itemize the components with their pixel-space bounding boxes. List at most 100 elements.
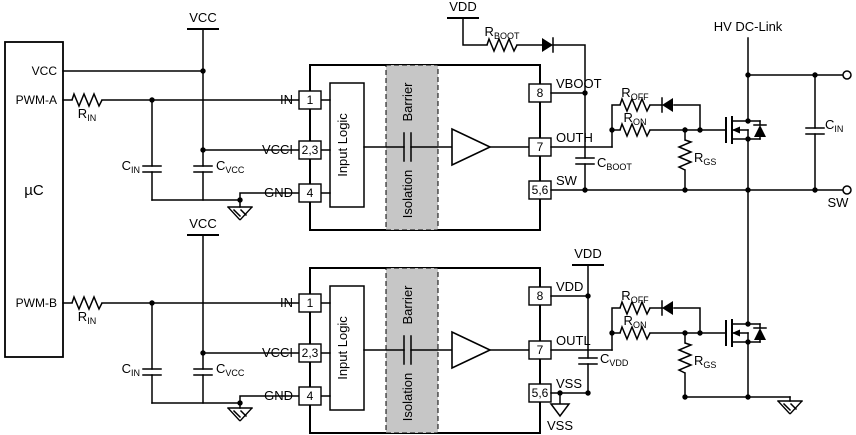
svg-text:1: 1 bbox=[307, 296, 314, 310]
label-rgs-bottom: RGS bbox=[694, 353, 716, 370]
pin-1-bottom: 1 bbox=[298, 293, 322, 313]
mcu-block: µC VCC PWM-A PWM-B bbox=[4, 41, 64, 358]
pin-8-bottom: 8 bbox=[528, 286, 552, 306]
mcu-pin-pwma: PWM-A bbox=[16, 93, 57, 107]
hv-terminal bbox=[842, 70, 852, 80]
bootstrap-diode bbox=[541, 37, 554, 53]
junction-dots bbox=[149, 68, 818, 406]
input-logic-box-bottom bbox=[329, 285, 365, 411]
pin-name-vdd: VDD bbox=[556, 279, 583, 294]
pwm-b-path: RIN CIN bbox=[62, 296, 300, 422]
label-cvcc-top: CVCC bbox=[216, 158, 245, 175]
bus-cin-capacitor bbox=[805, 127, 825, 135]
svg-text:8: 8 bbox=[537, 289, 544, 303]
power-ground-symbol bbox=[777, 400, 803, 415]
low-side-stage bbox=[684, 319, 803, 415]
pin-23-top: 2,3 bbox=[298, 140, 322, 160]
vdd-label-bottom: VDD bbox=[574, 246, 601, 261]
ground-symbol-top bbox=[227, 206, 253, 221]
svg-text:5,6: 5,6 bbox=[532, 386, 549, 400]
svg-text:4: 4 bbox=[307, 389, 314, 403]
svg-text:8: 8 bbox=[537, 86, 544, 100]
label-roff-bottom: ROFF bbox=[621, 288, 649, 305]
pin-name-vcci-top: VCCI bbox=[262, 142, 293, 157]
svg-text:2,3: 2,3 bbox=[302, 346, 319, 360]
driver-ic-top: Barrier Isolation Input Logic 1 2,3 4 8 bbox=[262, 64, 602, 231]
label-rgs-top: RGS bbox=[694, 150, 716, 167]
output-buffer-bottom bbox=[451, 330, 492, 370]
label-cin-bottom: CIN bbox=[122, 361, 140, 378]
input-logic-box-top bbox=[329, 82, 365, 208]
pin-name-gnd-bottom: GND bbox=[264, 388, 293, 403]
vcc-label-top: VCC bbox=[189, 10, 216, 25]
mcu-pin-pwmb: PWM-B bbox=[16, 296, 57, 310]
sw-output-label: SW bbox=[828, 195, 850, 210]
vdd-label-top: VDD bbox=[449, 0, 476, 14]
pin-name-outh: OUTH bbox=[556, 130, 593, 145]
isolation-label-top: Isolation bbox=[400, 170, 415, 218]
pwm-a-path: RIN CIN bbox=[62, 93, 300, 221]
pin-4-bottom: 4 bbox=[298, 386, 322, 406]
label-cin-bus: CIN bbox=[825, 117, 843, 134]
output-buffer-top bbox=[451, 127, 492, 167]
cin-capacitor-top bbox=[142, 165, 162, 173]
pin-name-outl: OUTL bbox=[556, 333, 591, 348]
svg-text:4: 4 bbox=[307, 186, 314, 200]
input-logic-label-top: Input Logic bbox=[335, 113, 350, 177]
hv-dc-link-label: HV DC-Link bbox=[714, 19, 783, 34]
pin-1-top: 1 bbox=[298, 90, 322, 110]
pin-56-top: 5,6 bbox=[528, 180, 552, 200]
label-rin-top: RIN bbox=[78, 106, 96, 123]
pin-name-vboot: VBOOT bbox=[556, 76, 602, 91]
svg-text:5,6: 5,6 bbox=[532, 183, 549, 197]
rin-resistor-bottom bbox=[71, 296, 103, 310]
pin-7-bottom: 7 bbox=[528, 340, 552, 360]
cboot-capacitor bbox=[575, 157, 595, 165]
barrier-label-bottom: Barrier bbox=[400, 285, 415, 325]
ground-symbol-bottom bbox=[227, 407, 253, 422]
bootstrap-circuit: VDD RBOOT CBOOT bbox=[447, 0, 632, 191]
pin-name-in-top: IN bbox=[280, 92, 293, 107]
sw-terminal bbox=[842, 185, 852, 195]
svg-text:7: 7 bbox=[537, 140, 544, 154]
label-roff-top: ROFF bbox=[621, 85, 649, 102]
label-cin-top: CIN bbox=[122, 158, 140, 175]
pin-name-in-bottom: IN bbox=[280, 295, 293, 310]
label-ron-bottom: RON bbox=[624, 313, 647, 330]
high-side-stage: HV DC-Link CIN SW bbox=[550, 19, 852, 325]
mcu-label: µC bbox=[24, 182, 44, 199]
mcu-pin-vcc: VCC bbox=[32, 64, 58, 78]
gate-network-bottom: ROFF RON RGS bbox=[550, 288, 727, 398]
pin-56-bottom: 5,6 bbox=[528, 383, 552, 403]
svg-text:1: 1 bbox=[307, 93, 314, 107]
vss-symbol bbox=[550, 403, 570, 417]
input-logic-label-bottom: Input Logic bbox=[335, 316, 350, 380]
pin-4-top: 4 bbox=[298, 183, 322, 203]
driver-ic-bottom: Barrier Isolation Input Logic 1 2,3 4 8 bbox=[262, 267, 591, 434]
pin-7-top: 7 bbox=[528, 137, 552, 157]
isolation-label-bottom: Isolation bbox=[400, 373, 415, 421]
pin-8-top: 8 bbox=[528, 83, 552, 103]
turnoff-diode-top bbox=[661, 97, 674, 113]
label-cvdd: CVDD bbox=[600, 351, 629, 368]
cin-capacitor-bottom bbox=[142, 368, 162, 376]
vdd-supply-bottom: VDD CVDD VSS bbox=[547, 246, 629, 433]
pin-23-bottom: 2,3 bbox=[298, 343, 322, 363]
svg-text:7: 7 bbox=[537, 343, 544, 357]
cvdd-capacitor bbox=[578, 357, 598, 365]
label-rin-bottom: RIN bbox=[78, 309, 96, 326]
pin-name-gnd-top: GND bbox=[264, 185, 293, 200]
label-rboot: RBOOT bbox=[485, 24, 520, 41]
pin-name-sw: SW bbox=[556, 173, 578, 188]
svg-text:2,3: 2,3 bbox=[302, 143, 319, 157]
label-cboot: CBOOT bbox=[597, 155, 632, 172]
vss-label: VSS bbox=[547, 418, 573, 433]
turnoff-diode-bottom bbox=[661, 300, 674, 316]
gate-network-top: ROFF RON RGS bbox=[550, 85, 727, 191]
rgs-resistor-top bbox=[678, 139, 692, 171]
vcc-label-bottom: VCC bbox=[189, 216, 216, 231]
label-ron-top: RON bbox=[624, 110, 647, 127]
rin-resistor-top bbox=[71, 93, 103, 107]
